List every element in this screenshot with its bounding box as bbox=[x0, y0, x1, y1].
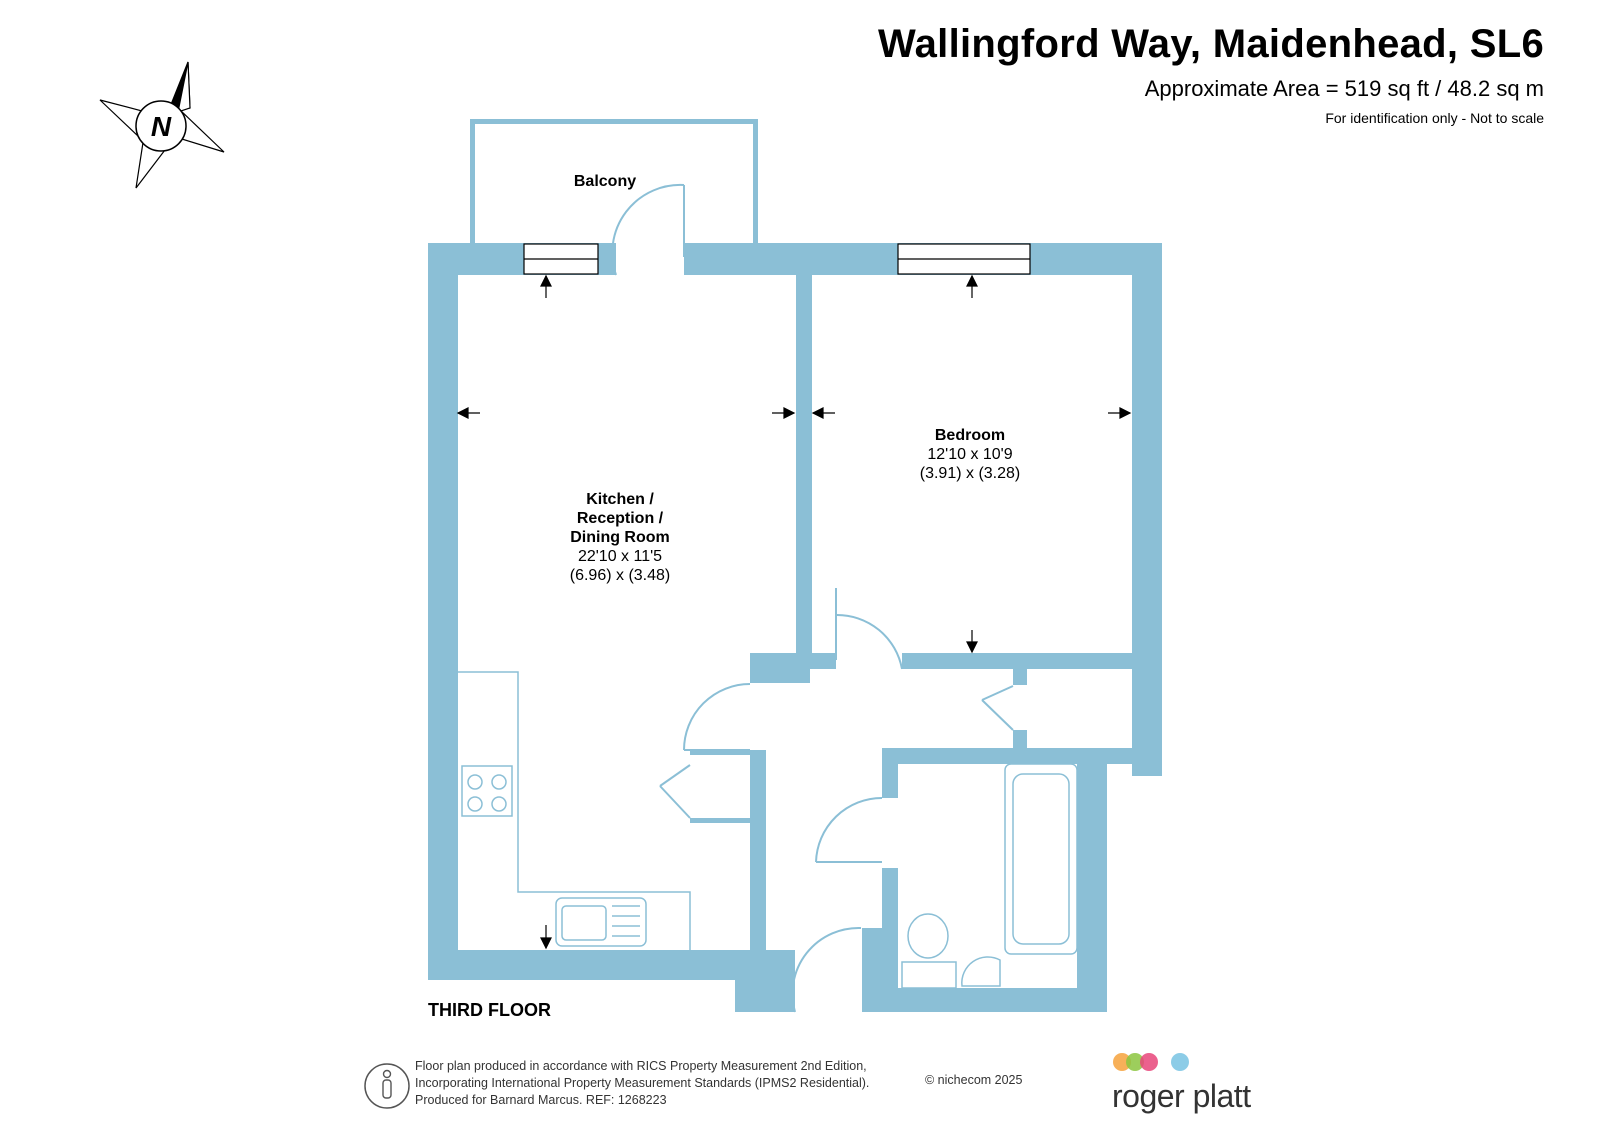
brand-name: roger platt bbox=[1112, 1078, 1251, 1114]
kitchen-metric-size: (6.96) x (3.48) bbox=[569, 567, 671, 584]
measurement-arrows bbox=[456, 274, 1132, 950]
bedroom-imperial-size: 12'10 x 10'9 bbox=[927, 446, 1013, 463]
doors bbox=[611, 183, 1014, 1013]
bedroom-name: Bedroom bbox=[934, 427, 1006, 444]
identification-note: For identification only - Not to scale bbox=[1325, 110, 1544, 126]
compass-letter: N bbox=[151, 111, 172, 142]
bedroom-metric-size: (3.91) x (3.28) bbox=[919, 465, 1021, 482]
balcony-name: Balcony bbox=[573, 173, 637, 190]
footer-line-3: Produced for Barnard Marcus. REF: 126822… bbox=[415, 1093, 667, 1107]
balcony-label: Balcony bbox=[540, 172, 670, 191]
footer-line-2: Incorporating International Property Mea… bbox=[415, 1076, 870, 1090]
kitchen-name-line1: Kitchen / bbox=[586, 491, 654, 508]
floor-label: THIRD FLOOR bbox=[428, 1000, 551, 1020]
windows bbox=[523, 243, 1031, 275]
approximate-area: Approximate Area = 519 sq ft / 48.2 sq m bbox=[1144, 76, 1544, 101]
compass-icon: N bbox=[99, 61, 225, 189]
kitchen-fittings bbox=[458, 671, 691, 950]
copyright: © nichecom 2025 bbox=[925, 1073, 1023, 1087]
kitchen-name-line3: Dining Room bbox=[570, 529, 670, 546]
bedroom-label: Bedroom 12'10 x 10'9 (3.91) x (3.28) bbox=[890, 426, 1050, 483]
kitchen-imperial-size: 22'10 x 11'5 bbox=[577, 548, 663, 565]
page-title: Wallingford Way, Maidenhead, SL6 bbox=[878, 22, 1544, 66]
kitchen-label: Kitchen / Reception / Dining Room 22'10 … bbox=[540, 490, 700, 585]
kitchen-name-line2: Reception / bbox=[576, 510, 664, 527]
bathroom-fittings bbox=[901, 763, 1078, 989]
footer-line-1: Floor plan produced in accordance with R… bbox=[415, 1059, 867, 1073]
footer-statement: Floor plan produced in accordance with R… bbox=[415, 1058, 869, 1109]
